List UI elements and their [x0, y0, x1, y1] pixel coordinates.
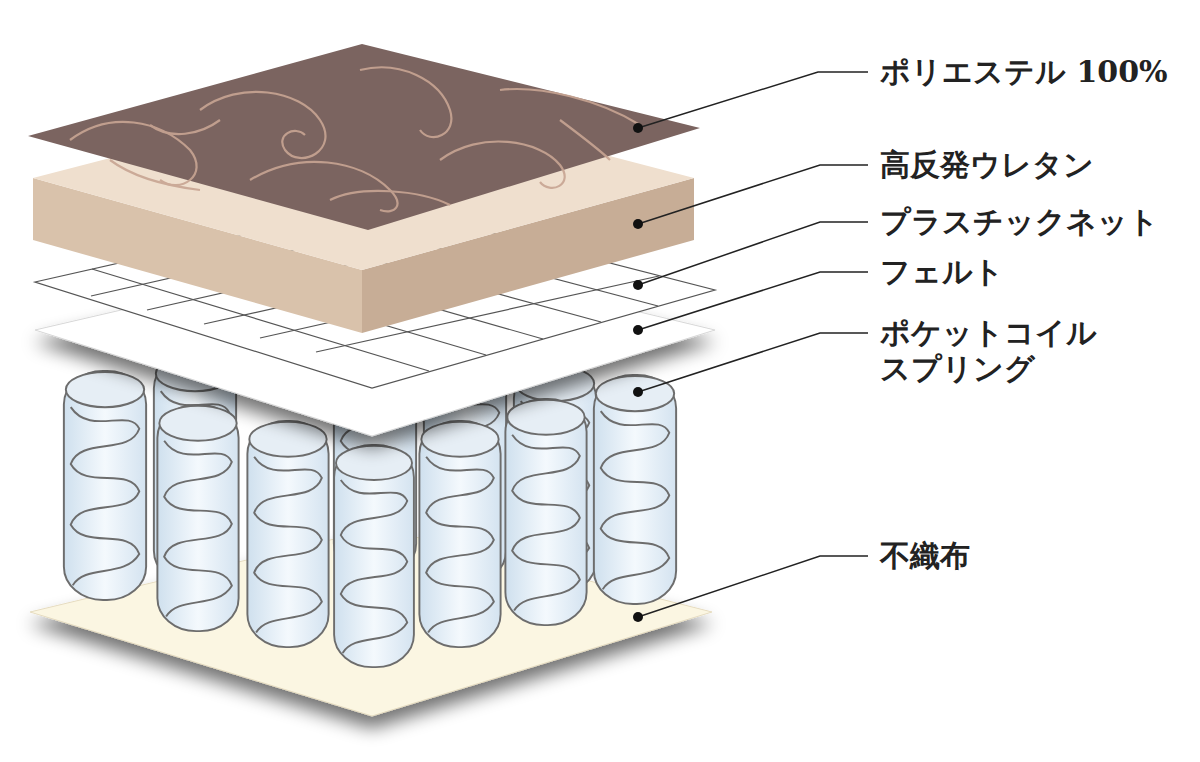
layer-label: 高反発ウレタン	[880, 147, 1094, 183]
layer-label: ポリエステル 100%	[880, 54, 1168, 90]
leader-dots	[633, 123, 643, 622]
layer-label: ポケットコイル スプリング	[880, 315, 1120, 387]
leader-lines	[638, 72, 868, 617]
polyester-fabric	[28, 44, 700, 230]
layer-label: プラスチックネット	[880, 204, 1159, 240]
layer-label: 不織布	[880, 538, 970, 574]
layer-label: フェルト	[880, 254, 1004, 290]
